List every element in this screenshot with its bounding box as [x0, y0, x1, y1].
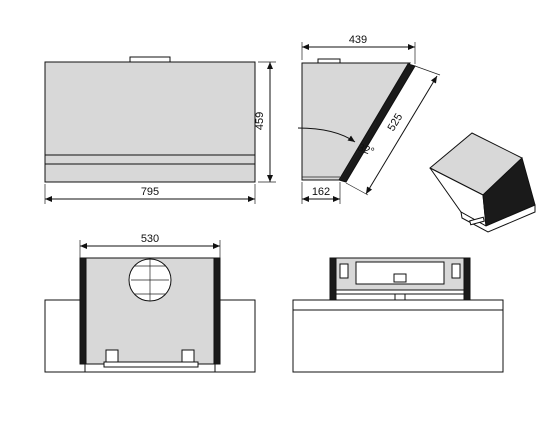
front-width-label: 795	[141, 186, 159, 198]
perspective-handle	[469, 216, 485, 226]
side-diagonal-dim-line	[365, 75, 438, 195]
under-vent-left	[339, 263, 349, 279]
front-view: 459 795	[44, 56, 276, 204]
side-top-vent	[317, 58, 341, 64]
side-angle-label: 32°	[356, 142, 376, 159]
side-diag-ext-top	[414, 65, 441, 76]
side-bottom-depth-label: 162	[312, 186, 330, 198]
front-height-label: 459	[254, 112, 266, 130]
top-bracket-left	[105, 349, 119, 363]
top-duct-width-label: 530	[141, 233, 159, 245]
top-hood-left-edge	[79, 257, 87, 365]
perspective-filter-tray	[460, 204, 536, 233]
side-top-depth-label: 439	[349, 34, 367, 46]
under-right-post	[463, 257, 471, 301]
side-angle-ref	[339, 121, 377, 181]
under-center-notch	[394, 293, 406, 301]
top-wall-left	[44, 299, 86, 373]
side-angle-arc	[297, 127, 356, 143]
under-center-tab	[393, 273, 407, 283]
top-bracket-right	[181, 349, 195, 363]
top-view: 530	[44, 233, 256, 373]
under-filter-box	[355, 261, 445, 285]
top-hood-right-edge	[213, 257, 221, 365]
under-vent-right	[451, 263, 461, 279]
under-left-post	[329, 257, 337, 301]
top-front-rail	[103, 361, 199, 368]
top-wall-right	[214, 299, 256, 373]
underside-view	[292, 257, 504, 373]
under-base-strip	[335, 289, 465, 295]
front-top-vent	[129, 56, 171, 63]
perspective-view	[429, 132, 536, 233]
under-hood-body	[292, 299, 504, 373]
side-diagonal-label: 525	[386, 111, 406, 133]
front-hood-body	[44, 61, 256, 183]
side-diag-ext-bottom	[345, 182, 369, 196]
side-view: 439 525 32° 162	[297, 34, 441, 204]
